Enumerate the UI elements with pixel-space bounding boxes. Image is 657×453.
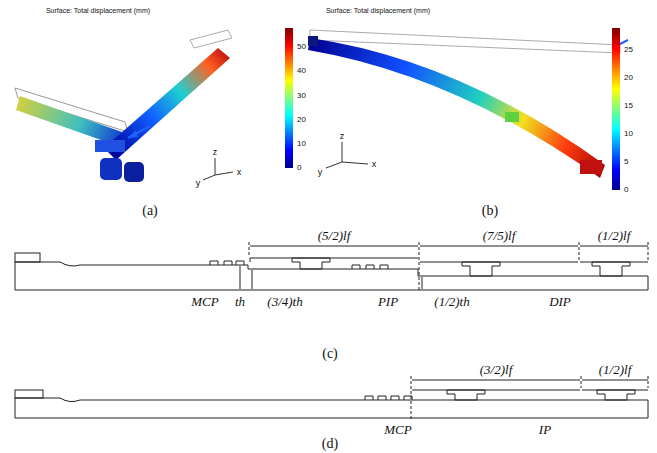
axis-label: x xyxy=(372,160,377,169)
colorbar-tick: 25 xyxy=(624,46,633,54)
colorbar-tick: 50 xyxy=(297,43,306,51)
colorbar-tick: 15 xyxy=(624,102,633,110)
schematic-d xyxy=(15,376,648,420)
colorbar-tick: 30 xyxy=(297,92,306,100)
fem-b xyxy=(308,28,628,190)
dimension-label: (1/2)lf xyxy=(599,363,632,376)
colorbar-tick: 20 xyxy=(624,74,633,82)
schematic-c xyxy=(15,242,648,292)
plot-title: Surface: Total displacement (mm) xyxy=(326,7,430,14)
colorbar-tick: 0 xyxy=(297,164,301,172)
plot-title: Surface: Total displacement (mm) xyxy=(46,7,150,14)
axis-label: z xyxy=(340,132,345,141)
fem-a xyxy=(15,28,293,182)
panel-label: (a) xyxy=(142,204,158,218)
dimension-label: (5/2)lf xyxy=(318,229,351,242)
colorbar-tick: 10 xyxy=(297,140,306,148)
colorbar-tick: 20 xyxy=(297,116,306,124)
axis-label: y xyxy=(318,168,323,177)
joint-label: MCP xyxy=(191,295,218,308)
panel-label: (d) xyxy=(322,437,338,451)
colorbar-tick: 5 xyxy=(624,158,628,166)
dimension-label: (1/2)th xyxy=(434,295,469,308)
colorbar-tick: 10 xyxy=(624,130,633,138)
colorbar-tick: 40 xyxy=(297,67,306,75)
joint-label: IP xyxy=(539,423,551,436)
colorbar-tick: 0 xyxy=(624,186,628,194)
axis-label: y xyxy=(196,179,201,188)
dimension-label: (1/2)lf xyxy=(598,229,631,242)
joint-label: MCP xyxy=(384,423,411,436)
dimension-label: (3/2)lf xyxy=(480,363,513,376)
dimension-label: th xyxy=(235,295,245,308)
dimension-label: (7/5)lf xyxy=(483,229,516,242)
axis-label: z xyxy=(213,148,218,157)
panel-label: (c) xyxy=(322,347,338,361)
panel-label: (b) xyxy=(482,204,498,218)
joint-label: PIP xyxy=(378,295,398,308)
dimension-label: (3/4)th xyxy=(267,295,302,308)
joint-label: DIP xyxy=(549,295,571,308)
axis-label: x xyxy=(237,168,242,177)
